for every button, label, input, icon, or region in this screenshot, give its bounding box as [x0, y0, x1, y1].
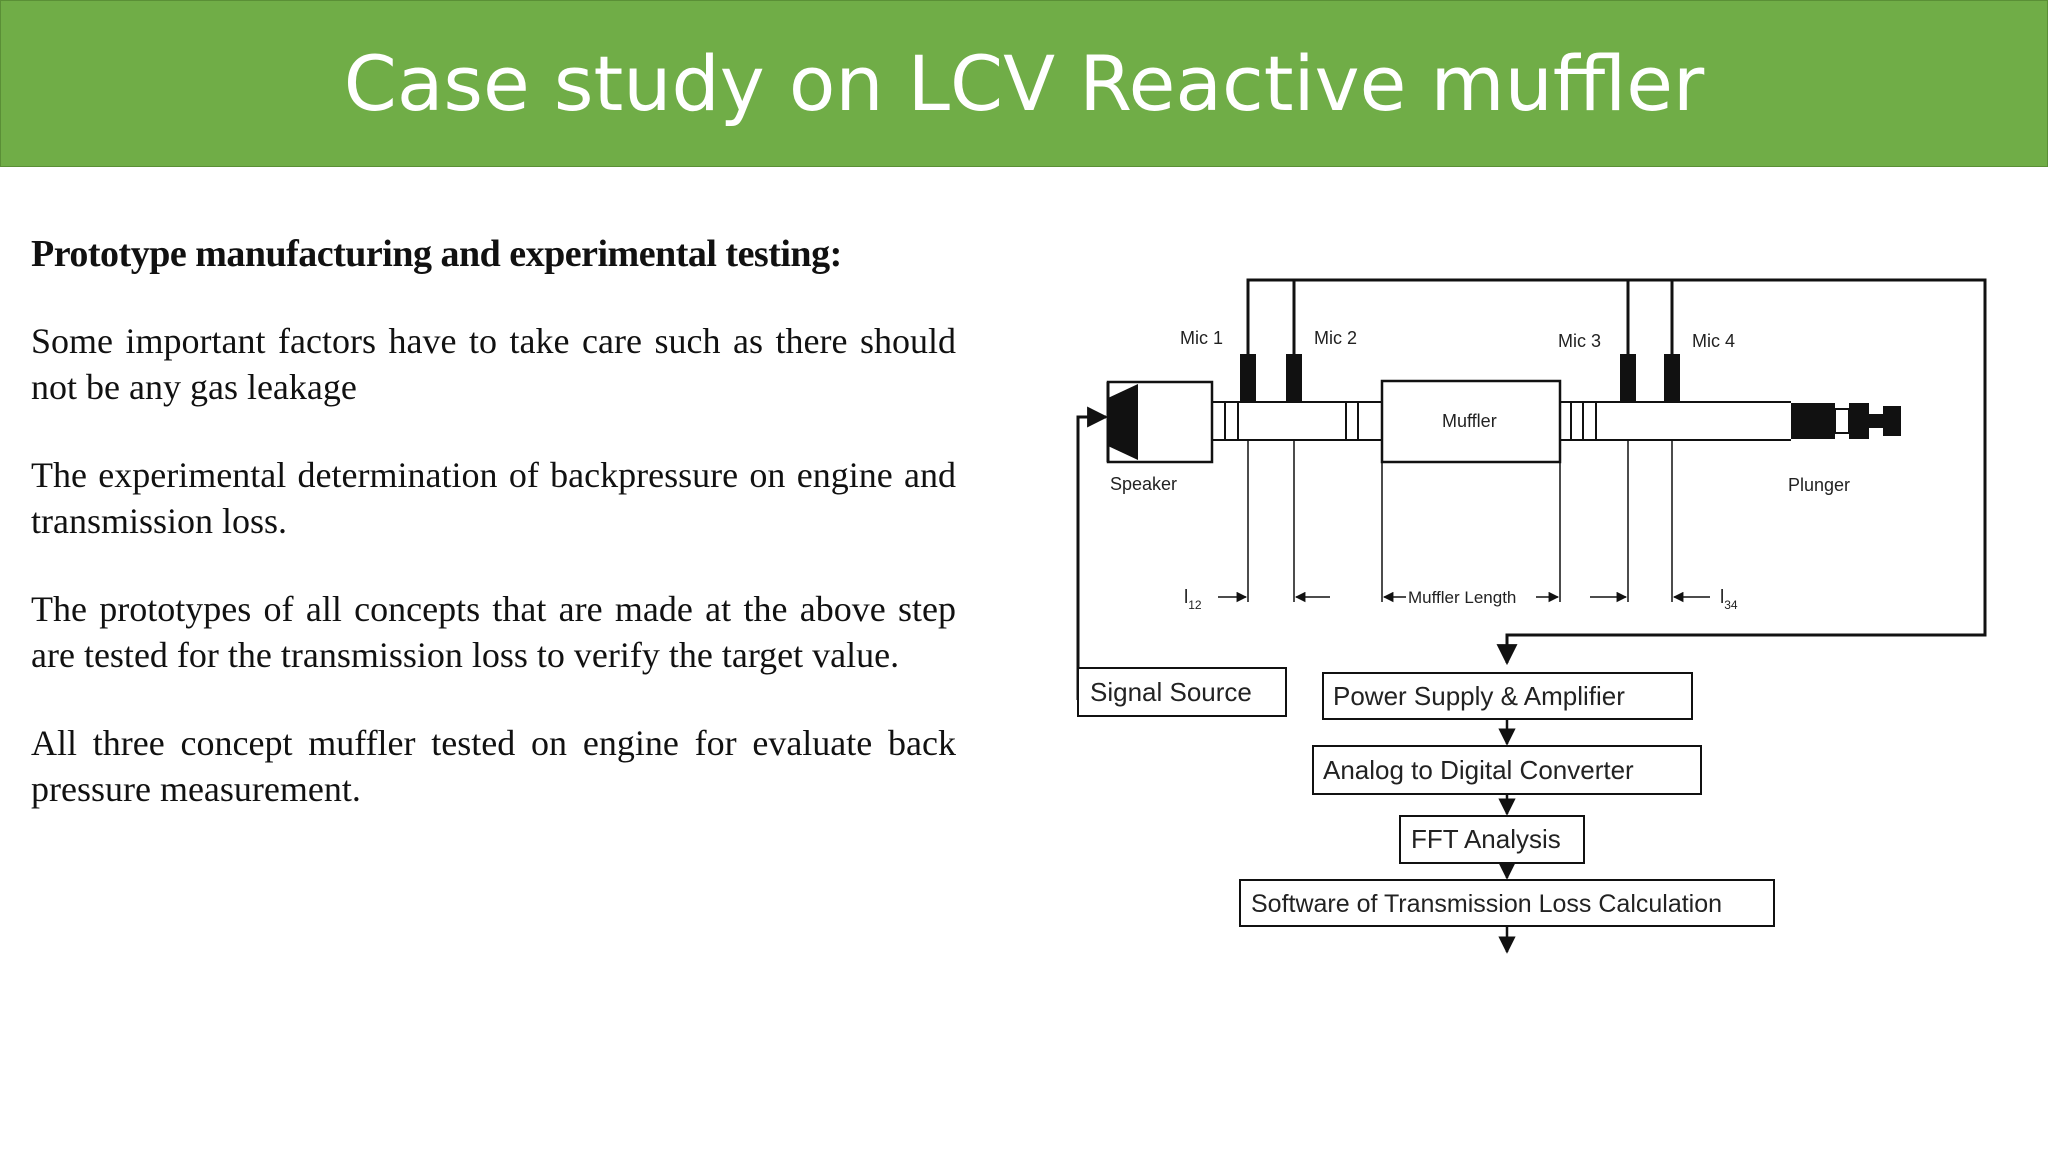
fft-block: FFT Analysis	[1399, 815, 1585, 864]
muffler-label: Muffler	[1442, 411, 1497, 431]
dimension-lines	[1218, 440, 1710, 603]
plunger-label: Plunger	[1788, 475, 1850, 495]
test-setup-diagram: Mic 1 Mic 2 Mic 3 Mic 4 Muffler Speaker …	[1076, 278, 1987, 954]
mic-3-block	[1620, 354, 1636, 402]
signal-source-block: Signal Source	[1077, 667, 1287, 717]
subheading: Prototype manufacturing and experimental…	[31, 233, 842, 275]
paragraph-4: All three concept muffler tested on engi…	[31, 723, 956, 809]
fft-text: FFT Analysis	[1411, 824, 1561, 854]
power-supply-text: Power Supply & Amplifier	[1333, 681, 1625, 711]
software-block: Software of Transmission Loss Calculatio…	[1239, 879, 1775, 927]
mic-2-label: Mic 2	[1314, 328, 1357, 348]
adc-block: Analog to Digital Converter	[1312, 745, 1702, 795]
l12-label: l12	[1184, 587, 1202, 612]
mic-4-label: Mic 4	[1692, 331, 1735, 351]
power-supply-block: Power Supply & Amplifier	[1322, 672, 1693, 720]
mic-2-block	[1286, 354, 1302, 402]
paragraph-3: The prototypes of all concepts that are …	[31, 589, 956, 675]
software-text: Software of Transmission Loss Calculatio…	[1251, 890, 1722, 918]
muffler-length-label: Muffler Length	[1408, 588, 1516, 607]
mic-4-block	[1664, 354, 1680, 402]
paragraph-2: The experimental determination of backpr…	[31, 455, 956, 541]
paragraph-1: Some important factors have to take care…	[31, 321, 956, 407]
tube	[1213, 401, 1791, 441]
microphones	[1240, 354, 1680, 402]
speaker-label: Speaker	[1110, 474, 1177, 494]
text-column: Prototype manufacturing and experimental…	[31, 232, 956, 854]
mic-wiring	[1246, 278, 1987, 666]
signal-source-text: Signal Source	[1090, 677, 1252, 707]
speaker	[1106, 380, 1214, 464]
mic-1-block	[1240, 354, 1256, 402]
title-bar: Case study on LCV Reactive muffler	[0, 0, 2048, 167]
l34-label: l34	[1720, 587, 1738, 612]
plunger	[1791, 403, 1901, 439]
adc-text: Analog to Digital Converter	[1323, 755, 1634, 785]
slide-title: Case study on LCV Reactive muffler	[343, 39, 1705, 128]
mic-3-label: Mic 3	[1558, 331, 1601, 351]
muffler-box	[1380, 379, 1562, 464]
signal-path	[1076, 406, 1109, 700]
mic-1-label: Mic 1	[1180, 328, 1223, 348]
